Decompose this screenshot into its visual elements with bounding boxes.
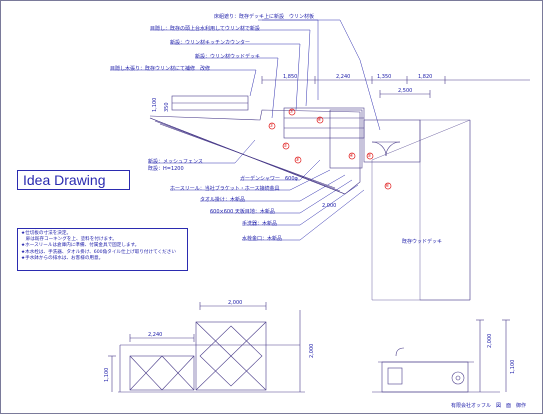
dim-2000-side: 2,000	[487, 333, 493, 348]
label-fence-height: 既設：H=1200	[148, 166, 184, 172]
existing-wood-deck	[371, 119, 471, 301]
top-dimension-chain	[261, 76, 530, 98]
elevation-dimensions	[108, 302, 510, 392]
label-privacy-repair: 目隠し木張り：既存ウリン材にて補修 改修	[110, 66, 211, 72]
dim-2000-plan: 2,000	[322, 203, 337, 209]
dim-2240: 2,240	[336, 74, 351, 80]
red-markers	[268, 108, 392, 190]
dim-2500: 2,500	[398, 88, 413, 94]
dim-2240-front: 2,240	[148, 332, 163, 338]
note-line: ★仕切板の寸法を決定。	[21, 231, 72, 236]
marker-5: ⑤	[367, 153, 372, 159]
marker-8: ⑧	[317, 117, 322, 123]
label-new-wood-deck: 新設：ウリン材ウッドデッキ	[195, 54, 261, 60]
marker-2: ②	[283, 143, 288, 149]
label-existing-deck: 既存ウッドデッキ	[402, 239, 443, 245]
label-hose-reel: ホースリール：当社ブラケット・ホース接続金具	[170, 186, 280, 192]
note-line: ★手水鉢からの排水は、お客様の用意。	[21, 255, 104, 261]
dim-1350: 1,350	[377, 74, 392, 80]
note-line: 扉は既存コーキングを上、塗料を付けます。	[21, 237, 117, 243]
label-floor-deck: 床組遮り：既存デッキ上に新設 ウリン材板	[214, 14, 315, 20]
marker-7: ⑦	[289, 109, 294, 115]
marker-6: ⑥	[385, 183, 390, 189]
dim-1850: 1,850	[283, 74, 298, 80]
side-elevation	[372, 319, 500, 393]
upper-deck-fence	[171, 95, 249, 111]
marker-1: ①	[269, 123, 274, 129]
dim-1100-front: 1,100	[104, 367, 110, 382]
dim-1820: 1,820	[418, 74, 433, 80]
marker-4: ④	[349, 153, 354, 159]
front-elevation	[118, 310, 305, 393]
notes-box: ★仕切板の寸法を決定。 扉は既存コーキングを上、塗料を付けます。 ★ホースリール…	[17, 228, 188, 271]
label-hand-basin: 手洗器：木新品	[242, 221, 278, 227]
note-line: ★ホースリールは倉庫内に準備、付属金具で固定します。	[21, 243, 140, 249]
label-faucet: 水栓金口：木新品	[242, 236, 283, 242]
dim-1100-side: 1,100	[510, 359, 516, 374]
dim-2000-door: 2,000	[228, 300, 243, 306]
dim-1100-plan: 1,100	[152, 97, 158, 112]
label-privacy-screen-new: 目隠し：既存の頭上台水利用してウリン材で新設	[150, 26, 260, 32]
kitchen-deck-outline	[283, 107, 365, 169]
marker-3: ③	[295, 157, 300, 163]
label-kitchen-counter: 新設：ウリン材キッチンカウンター	[170, 40, 251, 46]
footer-company: 有限会社オッフル 図 面 御作	[451, 403, 527, 409]
dim-350: 350	[164, 102, 170, 112]
drawing-title: Idea Drawing	[17, 170, 130, 190]
note-line: ★木水栓は、手洗器、タオル掛け、600角タイル仕上げ取り付けてください	[21, 249, 176, 255]
corner-room	[363, 119, 421, 163]
label-mesh-fence: 新設：メッシュフェンス	[148, 159, 203, 165]
leader-lines	[110, 19, 381, 241]
label-countertop: 600×600 天板目地：木新品	[210, 209, 275, 215]
label-towel-rack: タオル掛け：木新品	[200, 197, 246, 203]
label-garden-shower: ガーデンシャワー 600φ	[240, 176, 298, 182]
dim-2000-height: 2,000	[309, 343, 315, 358]
diagonal-fence-outline	[149, 109, 361, 195]
